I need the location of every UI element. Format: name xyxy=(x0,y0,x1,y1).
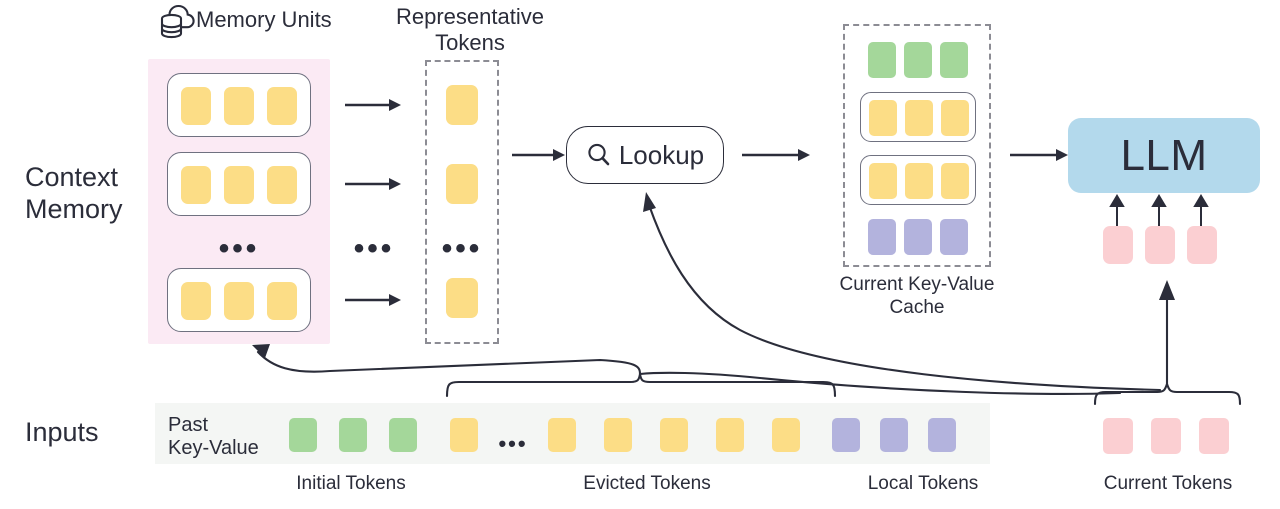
context-memory-label: Context Memory xyxy=(25,162,123,224)
initial-tokens-label: Initial Tokens xyxy=(296,473,406,494)
cache-token-purple xyxy=(940,219,968,255)
search-icon xyxy=(588,143,610,166)
memory-token xyxy=(224,282,254,320)
input-token-local-3 xyxy=(928,418,956,452)
cache-row-green xyxy=(868,42,968,78)
arrow-lookup-to-cache xyxy=(742,145,812,165)
evicted-tokens-label: Evicted Tokens xyxy=(583,473,711,494)
memory-token xyxy=(181,166,211,204)
lookup-button[interactable]: Lookup xyxy=(566,126,724,184)
input-token-current-1 xyxy=(1103,418,1133,454)
arrows-tokens-to-llm xyxy=(1105,194,1225,226)
cache-token-yellow xyxy=(869,163,897,199)
input-token-evicted-1 xyxy=(450,418,478,452)
representative-token-2 xyxy=(446,164,478,204)
cache-row-yellow-2 xyxy=(860,155,976,205)
input-token-evicted-3 xyxy=(604,418,632,452)
memory-token xyxy=(224,166,254,204)
llm-label: LLM xyxy=(1120,130,1208,180)
current-tokens-label: Current Tokens xyxy=(1103,473,1233,494)
cache-token-purple xyxy=(868,219,896,255)
input-token-evicted-2 xyxy=(548,418,576,452)
cache-token-purple xyxy=(904,219,932,255)
memory-token xyxy=(267,87,297,125)
llm-block[interactable]: LLM xyxy=(1068,118,1260,193)
cache-token-yellow xyxy=(905,163,933,199)
cache-token-yellow xyxy=(941,100,969,136)
representative-tokens-label: Representative Tokens xyxy=(396,4,544,55)
input-token-current-3 xyxy=(1199,418,1229,454)
cache-row-yellow-1 xyxy=(860,92,976,142)
local-tokens-label: Local Tokens xyxy=(867,473,979,494)
lookup-label: Lookup xyxy=(618,140,705,170)
cache-token-green xyxy=(868,42,896,78)
arrow-unit1-to-rep xyxy=(345,95,403,115)
cache-token-green xyxy=(904,42,932,78)
memory-unit-3[interactable] xyxy=(167,268,311,332)
input-token-local-2 xyxy=(880,418,908,452)
representative-tokens-box xyxy=(425,60,499,344)
representative-token-1 xyxy=(446,85,478,125)
memory-token xyxy=(224,87,254,125)
cache-token-yellow xyxy=(941,163,969,199)
input-token-evicted-6 xyxy=(772,418,800,452)
representative-token-3 xyxy=(446,278,478,318)
llm-input-token-3 xyxy=(1187,226,1217,264)
input-token-evicted-5 xyxy=(716,418,744,452)
current-kv-cache-label: Current Key-Value Cache xyxy=(839,274,995,318)
input-token-current-2 xyxy=(1151,418,1181,454)
memory-units-label: Memory Units xyxy=(196,7,332,32)
llm-input-token-1 xyxy=(1103,226,1133,264)
past-key-value-label: Past Key-Value xyxy=(168,414,259,459)
cache-token-yellow xyxy=(905,100,933,136)
memory-unit-1[interactable] xyxy=(167,73,311,137)
cache-token-yellow xyxy=(869,100,897,136)
input-token-initial-3 xyxy=(389,418,417,452)
input-token-local-1 xyxy=(832,418,860,452)
memory-token xyxy=(267,166,297,204)
input-token-initial-2 xyxy=(339,418,367,452)
arrow-unit3-to-rep xyxy=(345,290,403,310)
cache-row-purple xyxy=(868,219,968,255)
current-kv-cache-box xyxy=(843,24,991,267)
memory-token xyxy=(267,282,297,320)
memory-unit-2[interactable] xyxy=(167,152,311,216)
memory-token xyxy=(181,87,211,125)
cloud-database-icon xyxy=(155,2,199,46)
memory-token xyxy=(181,282,211,320)
cache-token-green xyxy=(940,42,968,78)
input-token-initial-1 xyxy=(289,418,317,452)
inputs-label: Inputs xyxy=(25,417,99,447)
arrow-rep-to-lookup xyxy=(512,145,567,165)
input-token-evicted-4 xyxy=(660,418,688,452)
llm-input-token-2 xyxy=(1145,226,1175,264)
arrow-cache-to-llm xyxy=(1010,145,1070,165)
arrow-unit2-to-rep xyxy=(345,174,403,194)
